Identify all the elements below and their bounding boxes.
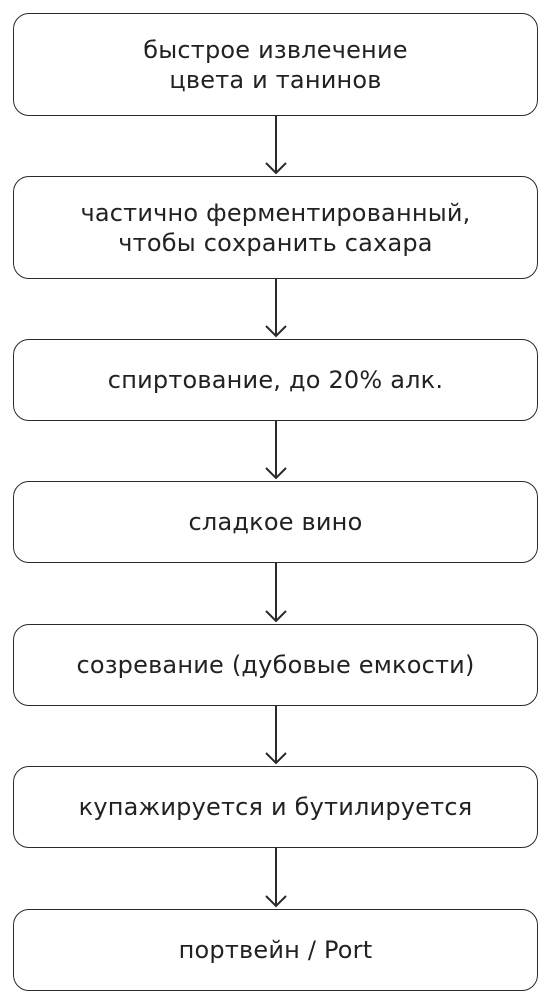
step-label: сладкое вино	[188, 508, 363, 536]
step-box-oak-aging: созревание (дубовые емкости)	[13, 624, 538, 706]
step-label: купажируется и бутилируется	[78, 793, 473, 821]
step-box-fortification: спиртование, до 20% алк.	[13, 339, 538, 421]
step-label: созревание (дубовые емкости)	[76, 651, 475, 679]
arrow-down-icon	[261, 421, 291, 481]
step-label: быстрое извлечение цвета и танинов	[143, 35, 408, 94]
step-label: спиртование, до 20% алк.	[107, 366, 444, 394]
arrow-down-icon	[261, 116, 291, 176]
arrow-down-icon	[261, 706, 291, 766]
step-box-port: портвейн / Port	[13, 909, 538, 991]
step-box-blending-bottling: купажируется и бутилируется	[13, 766, 538, 848]
arrow-down-icon	[261, 563, 291, 624]
step-box-partial-fermentation: частично ферментированный, чтобы сохрани…	[13, 176, 538, 279]
arrow-down-icon	[261, 848, 291, 909]
step-label: портвейн / Port	[178, 936, 373, 964]
arrow-down-icon	[261, 279, 291, 339]
step-box-color-extraction: быстрое извлечение цвета и танинов	[13, 13, 538, 116]
step-label: частично ферментированный, чтобы сохрани…	[80, 198, 471, 257]
step-box-sweet-wine: сладкое вино	[13, 481, 538, 563]
